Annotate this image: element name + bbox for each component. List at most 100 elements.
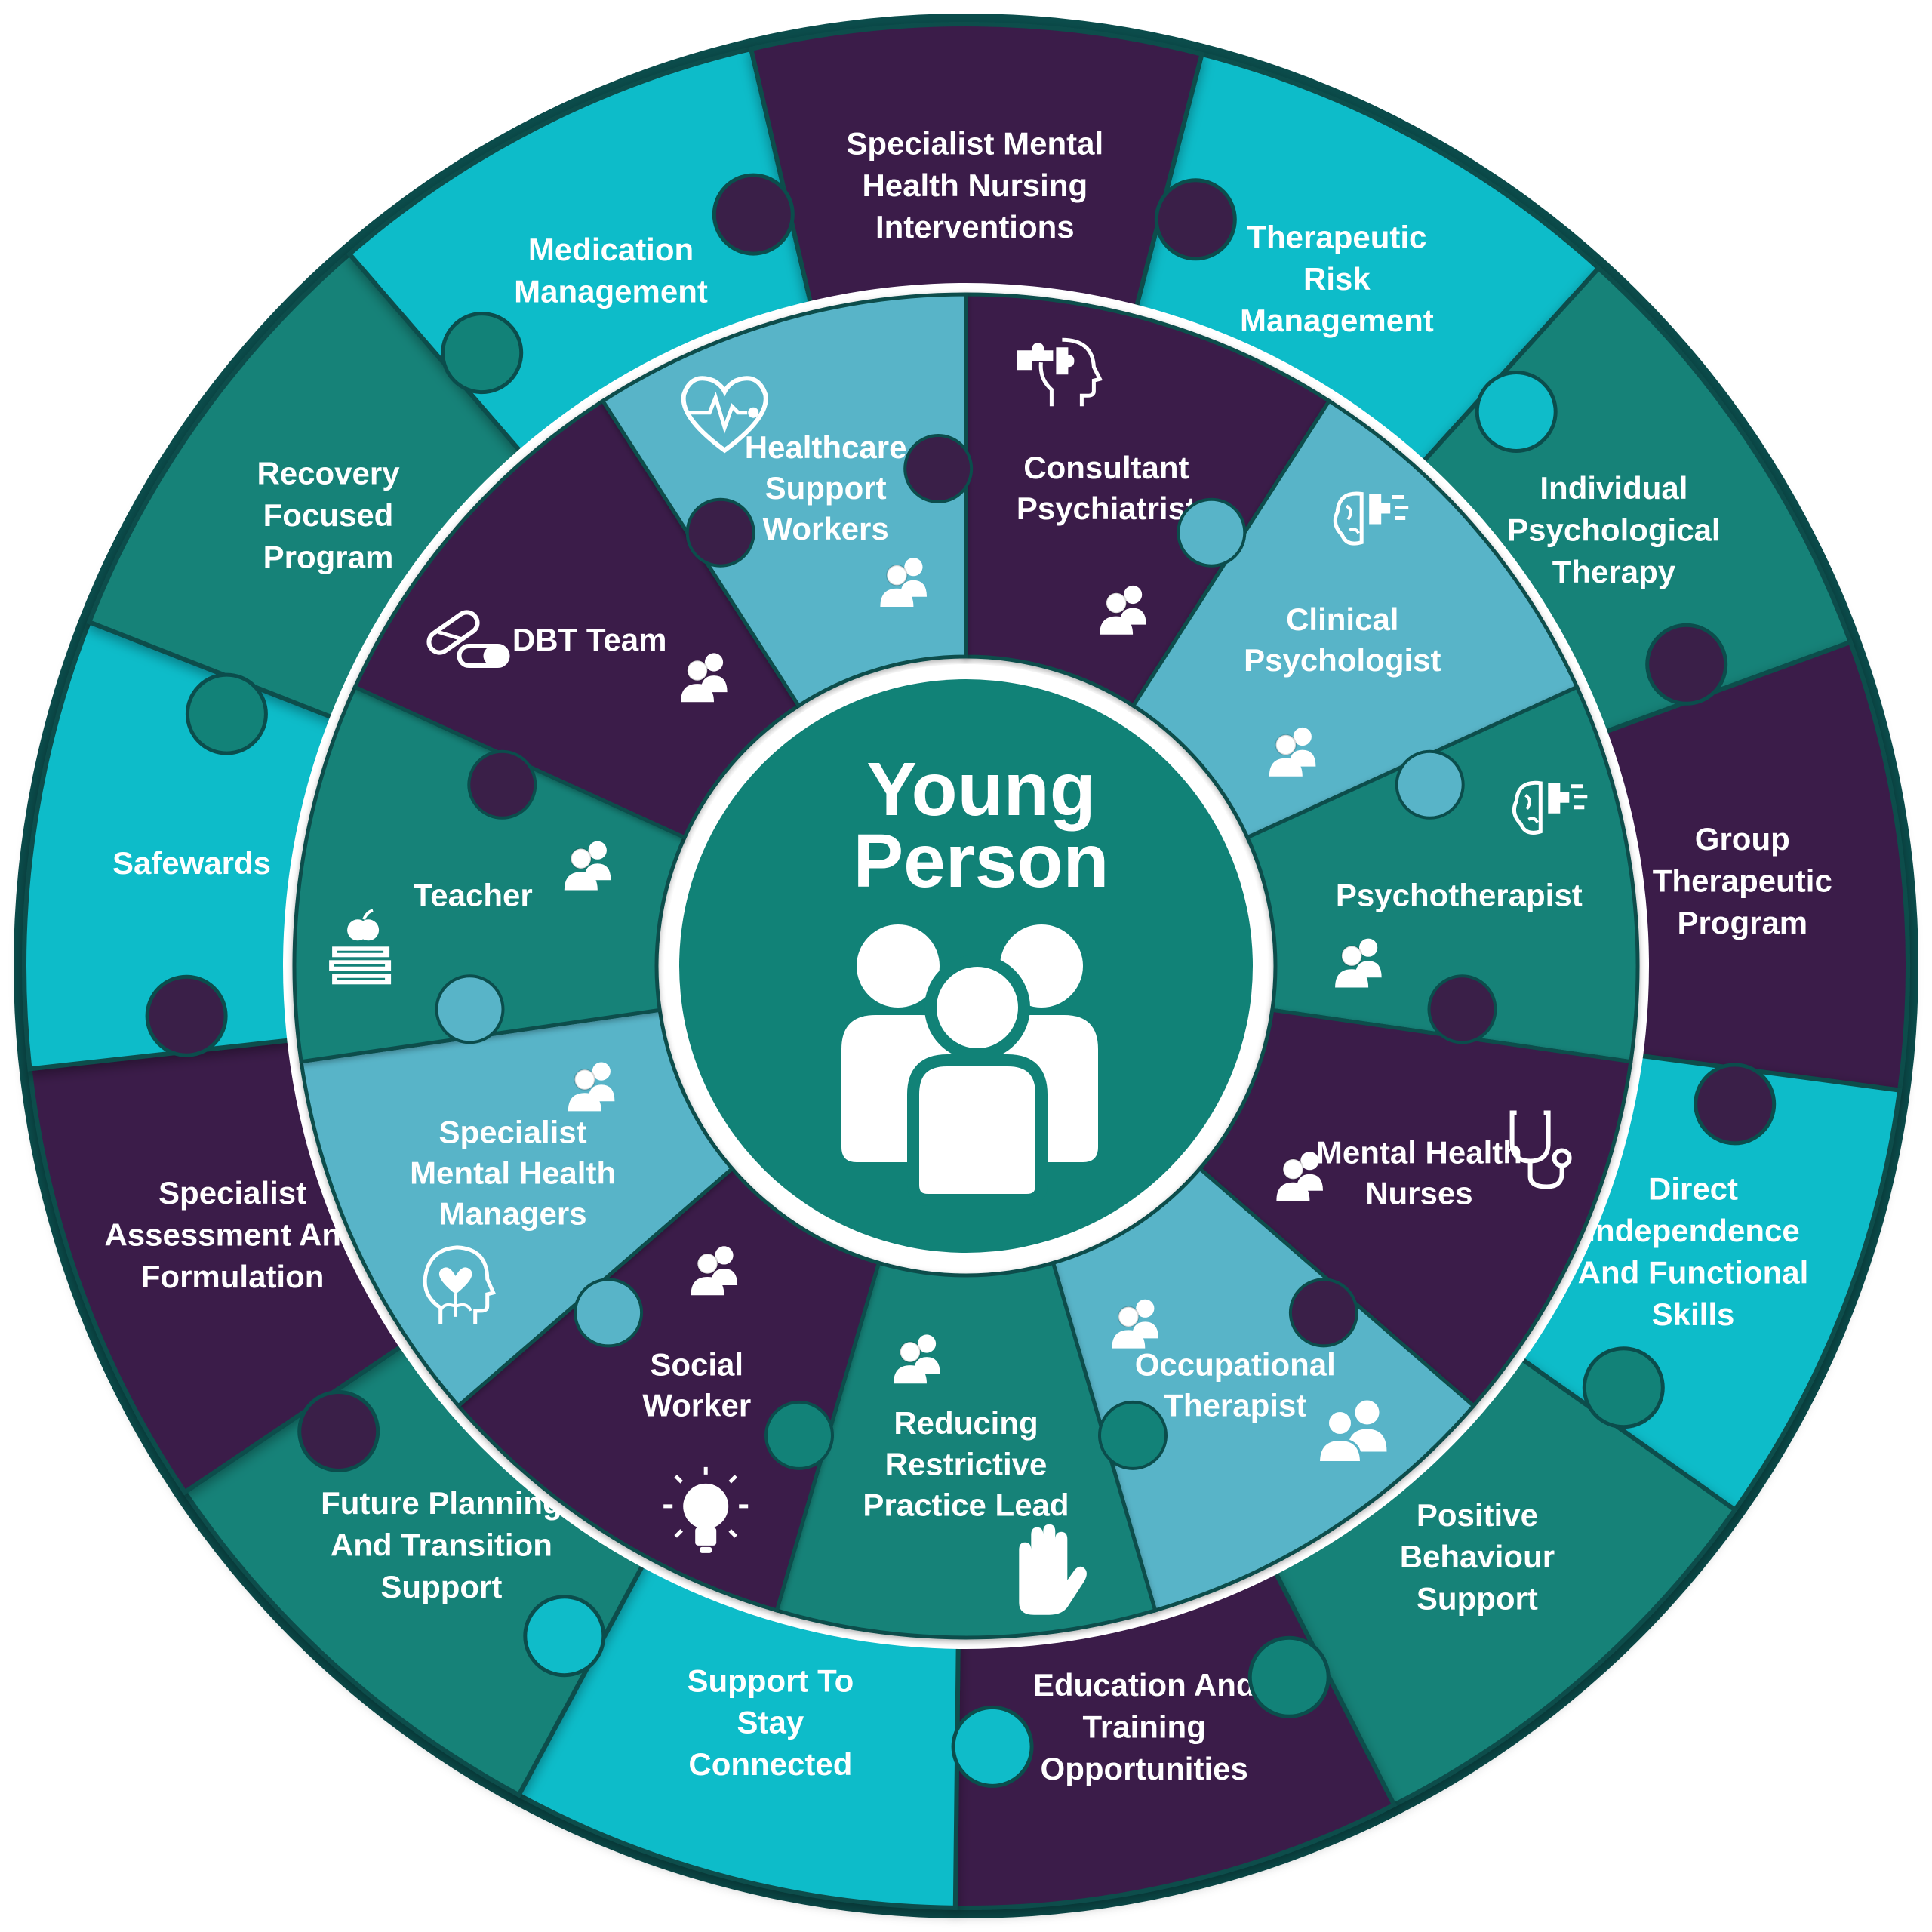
people-icon (1100, 585, 1146, 635)
puzzle-knob (1694, 1063, 1777, 1146)
people-icon (564, 841, 611, 891)
positive-behaviour-support-label-line: Behaviour (1400, 1539, 1555, 1574)
support-to-stay-connected-label-line: Connected (688, 1746, 852, 1782)
center-title-line-2: Person (853, 819, 1109, 903)
recovery-focused-program-label-line: Program (263, 540, 394, 575)
direct-independence-and-functional-skills-label-line: Skills (1652, 1297, 1735, 1332)
occupational-therapist-label-line: Occupational (1135, 1347, 1336, 1383)
people-icon (568, 1062, 615, 1112)
inner-segment-psychotherapist: Psychotherapist (1244, 684, 1640, 1064)
therapeutic-risk-management-label-line: Therapeutic (1247, 219, 1426, 254)
people-icon (691, 1246, 738, 1296)
reducing-restrictive-practice-lead-label-line: Restrictive (885, 1446, 1048, 1481)
puzzle-knob (1288, 1278, 1358, 1348)
puzzle-knob (1475, 371, 1558, 453)
center-circle: Young Person (664, 664, 1268, 1268)
puzzle-knob (574, 1278, 644, 1348)
individual-psychological-therapy-label-line: Psychological (1507, 512, 1720, 548)
consultant-psychiatrist-label-line: Psychiatrist (1017, 491, 1196, 526)
puzzle-knob (297, 1390, 380, 1472)
puzzle-knob (685, 497, 755, 568)
safewards-label-line: Safewards (112, 845, 271, 881)
puzzle-knob (145, 974, 228, 1057)
specialist-mental-health-nursing-interventions-label-line: Interventions (875, 209, 1075, 245)
puzzle-knob (1177, 497, 1247, 568)
puzzle-knob (467, 749, 537, 820)
brain-icon (1512, 780, 1588, 835)
direct-independence-and-functional-skills-label-line: And Functional (1578, 1255, 1809, 1291)
future-planning-and-transition-support-label-line: And Transition (331, 1527, 552, 1563)
people-icon (880, 558, 927, 607)
specialist-mental-health-managers-label-line: Mental Health (410, 1155, 616, 1191)
people-icon (1112, 1299, 1158, 1349)
clinical-psychologist-label-line: Clinical (1286, 601, 1398, 637)
education-and-training-opportunities-label-line: Training (1083, 1709, 1206, 1744)
specialist-mental-health-managers-label-line: Specialist (439, 1114, 587, 1149)
puzzle-knob (1582, 1346, 1665, 1429)
puzzle-knob (951, 1705, 1034, 1788)
support-to-stay-connected-label-line: Stay (737, 1705, 804, 1740)
direct-independence-and-functional-skills-label-line: Independence (1586, 1213, 1799, 1248)
group-therapeutic-program-label-line: Program (1677, 905, 1807, 940)
puzzle-knob (1395, 749, 1465, 820)
recovery-focused-program-label-line: Recovery (257, 456, 400, 491)
people-icon (1276, 1152, 1323, 1201)
puzzle-knob (441, 312, 524, 395)
inner-segment-dbt-team: DBT Team (352, 398, 801, 841)
social-worker-label-line: Worker (642, 1388, 751, 1423)
puzzle-knob (185, 672, 268, 755)
therapeutic-risk-management-label-line: Risk (1303, 261, 1371, 297)
reducing-restrictive-practice-lead-label-line: Reducing (894, 1405, 1038, 1441)
individual-psychological-therapy-label-line: Therapy (1552, 554, 1676, 589)
dbt-team-label-line: DBT Team (512, 622, 667, 657)
puzzle-knob (903, 434, 974, 503)
center-title-line-1: Young (866, 747, 1096, 832)
medication-management-label-line: Medication (528, 232, 694, 267)
specialist-assessment-and-formulation-label-line: Formulation (141, 1259, 325, 1294)
group-therapeutic-program-label-line: Therapeutic (1653, 863, 1832, 899)
individual-psychological-therapy-label-line: Individual (1540, 470, 1687, 506)
lightbulb-icon (663, 1466, 749, 1553)
healthcare-support-workers-label-line: Workers (762, 511, 888, 546)
mental-health-nurses-label-line: Nurses (1365, 1176, 1472, 1211)
pills-icon (426, 610, 510, 668)
brain-icon (1333, 491, 1409, 546)
future-planning-and-transition-support-label-line: Support (380, 1569, 502, 1604)
education-and-training-opportunities-label-line: Education And (1033, 1667, 1256, 1703)
inner-segment-teacher: Teacher (292, 684, 688, 1064)
psychotherapist-label-line: Psychotherapist (1336, 877, 1583, 912)
medication-management-label-line: Management (514, 274, 708, 309)
specialist-assessment-and-formulation-label-line: Assessment And (104, 1217, 360, 1253)
puzzle-knob (1645, 623, 1728, 706)
group-people-icon (841, 924, 1098, 1206)
people-icon (894, 1334, 940, 1384)
mental-health-nurses-label-line: Mental Health (1316, 1135, 1522, 1171)
people-icon (681, 653, 728, 703)
support-to-stay-connected-label-line: Support To (687, 1663, 854, 1698)
people-icon (1335, 938, 1382, 988)
puzzle-knob (1247, 1635, 1331, 1718)
healthcare-support-workers-label-line: Healthcare (745, 429, 907, 465)
puzzle-knob (1154, 178, 1237, 261)
specialist-assessment-and-formulation-label-line: Specialist (158, 1175, 306, 1211)
apple-books-icon (329, 909, 392, 985)
social-worker-label-line: Social (650, 1347, 743, 1383)
group-therapeutic-program-label-line: Group (1695, 821, 1790, 857)
recovery-focused-program-label-line: Focused (263, 497, 394, 533)
puzzle-head-icon (1017, 337, 1103, 407)
education-and-training-opportunities-label-line: Opportunities (1041, 1751, 1248, 1786)
specialist-mental-health-managers-label-line: Managers (439, 1196, 587, 1232)
specialist-mental-health-nursing-interventions-label-line: Health Nursing (862, 168, 1088, 203)
positive-behaviour-support-label-line: Positive (1417, 1497, 1538, 1533)
positive-behaviour-support-label-line: Support (1417, 1581, 1538, 1617)
puzzle-knob (764, 1400, 834, 1470)
clinical-psychologist-label-line: Psychologist (1244, 642, 1441, 678)
consultant-psychiatrist-label-line: Consultant (1023, 450, 1189, 485)
